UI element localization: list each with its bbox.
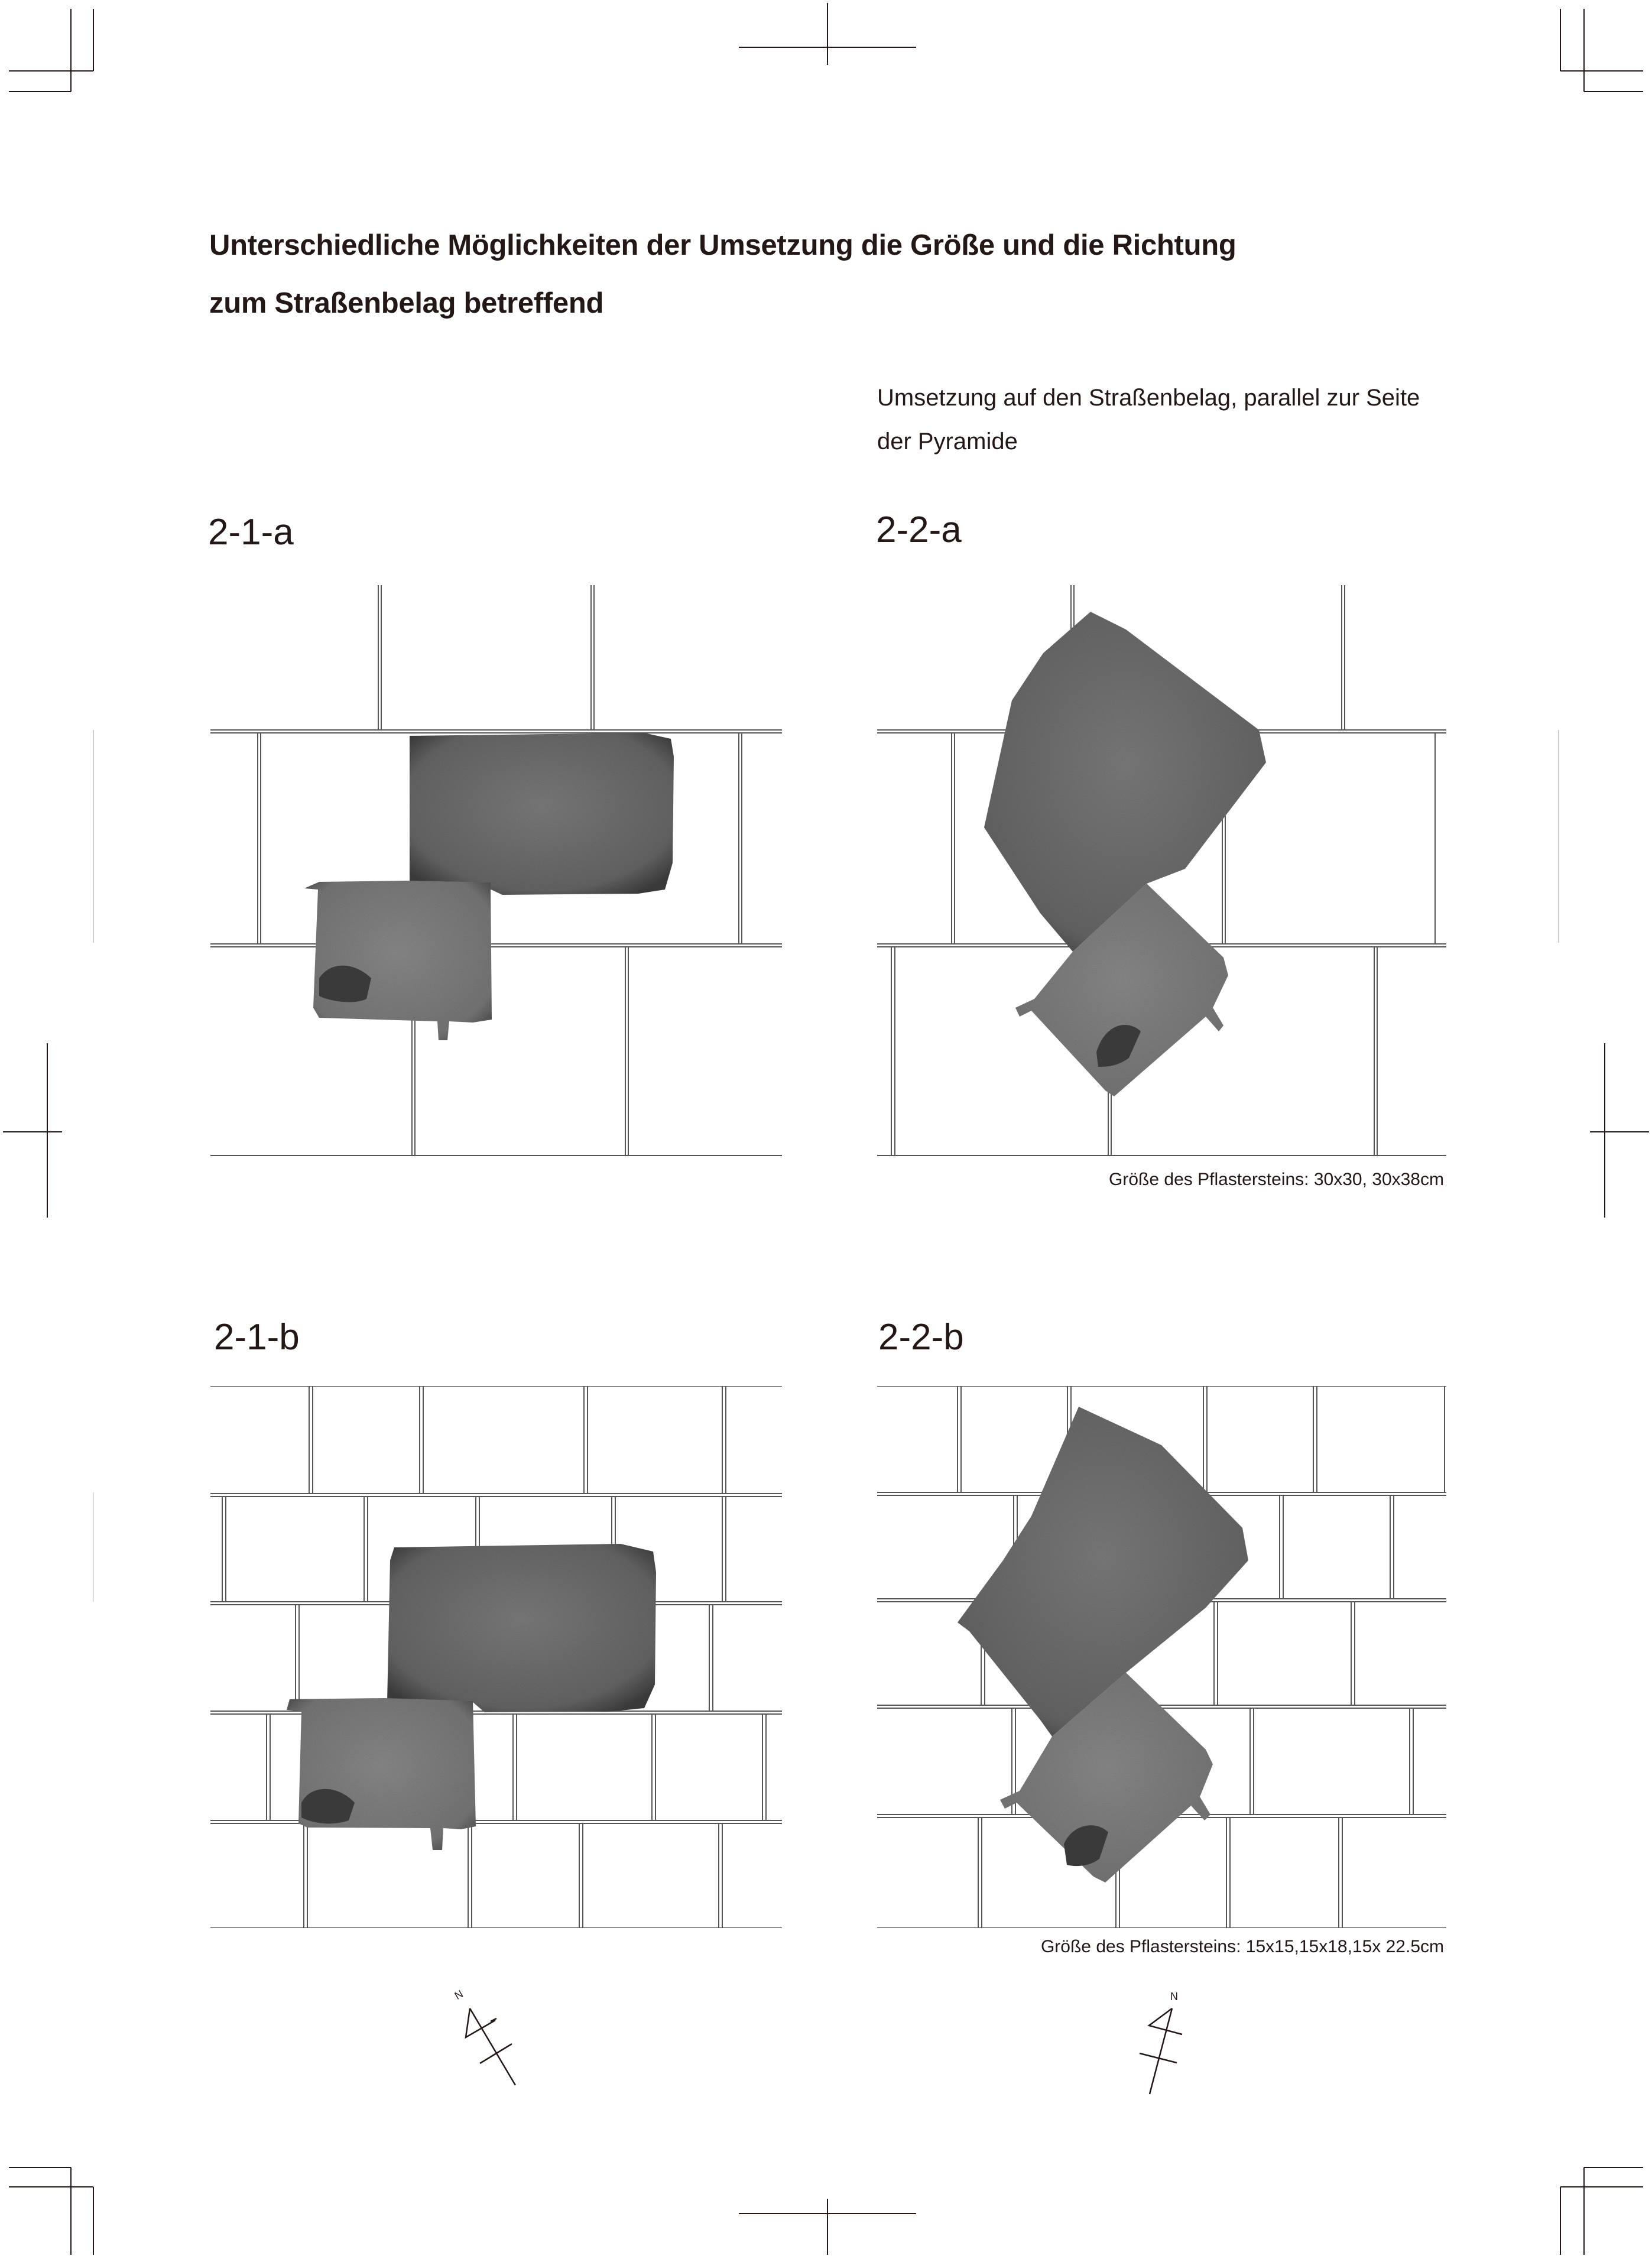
panel-label-2-1-b: 2-1-b	[214, 1317, 300, 1358]
stone-pair-2-1-a	[304, 733, 674, 1040]
north-arrow-icon	[1139, 2007, 1183, 2095]
page-title: Unterschiedliche Möglichkeiten der Umset…	[209, 216, 1236, 332]
section-description-line-1: Umsetzung auf den Straßenbelag, parallel…	[877, 385, 1420, 411]
stone-pair-2-1-b	[287, 1544, 656, 1850]
crop-marks	[3, 3, 1649, 2255]
stone-pair-2-2-a	[984, 612, 1266, 1096]
north-label: N	[1170, 1991, 1178, 2002]
page-title-line-2: zum Straßenbelag betreffend	[209, 287, 604, 319]
panel-label-2-2-b: 2-2-b	[878, 1317, 964, 1358]
panel-label-2-2-a: 2-2-a	[876, 509, 962, 550]
paver-size-caption-a: Größe des Pflastersteins: 30x30, 30x38cm	[1109, 1170, 1444, 1189]
panel-label-2-1-a: 2-1-a	[208, 512, 294, 553]
section-description: Umsetzung auf den Straßenbelag, parallel…	[877, 376, 1420, 463]
paver-size-caption-b: Größe des Pflastersteins: 15x15,15x18,15…	[1040, 1937, 1444, 1956]
page-title-line-1: Unterschiedliche Möglichkeiten der Umset…	[209, 229, 1236, 261]
north-arrow-icon	[465, 2008, 517, 2086]
section-description-line-2: der Pyramide	[877, 429, 1018, 455]
stone-pair-2-2-b	[958, 1407, 1248, 1883]
